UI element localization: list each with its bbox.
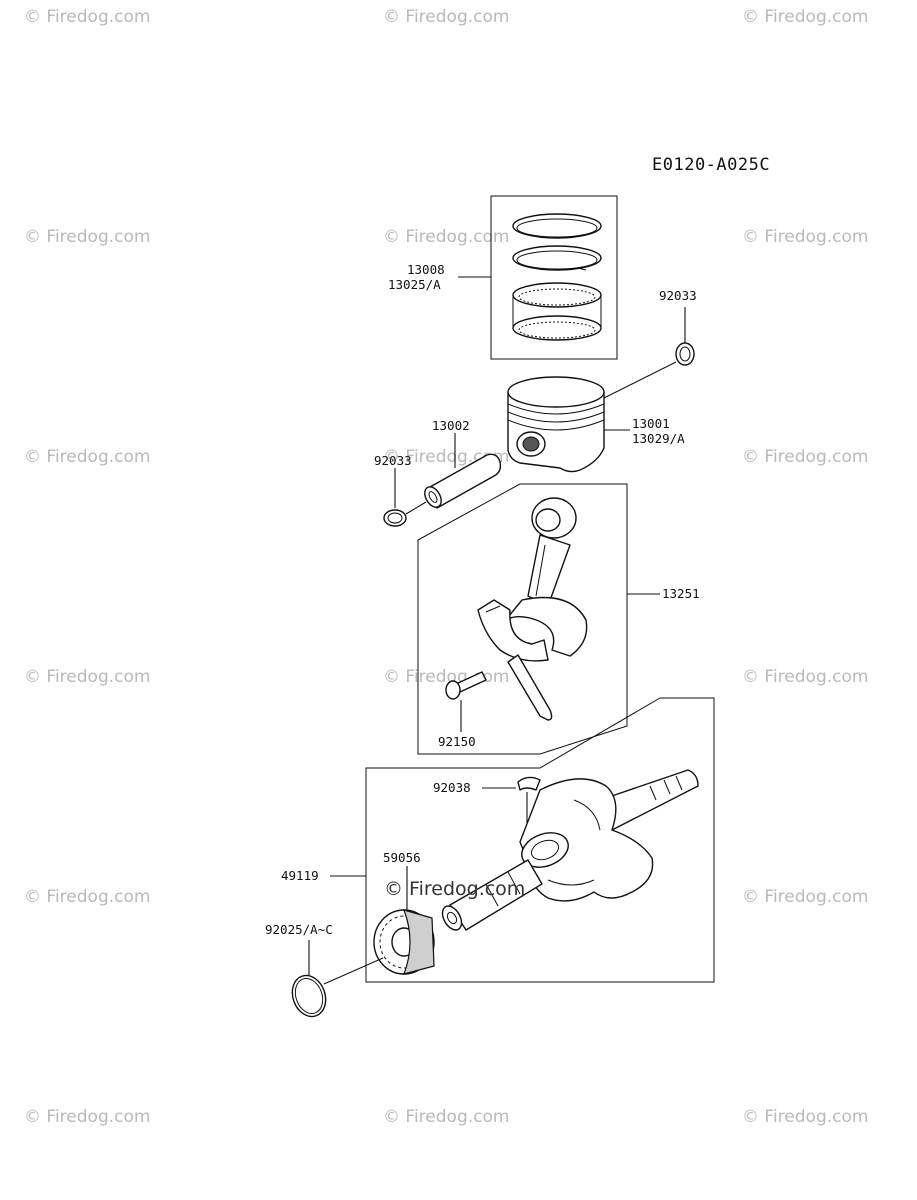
watermark: © Firedog.com bbox=[742, 667, 868, 687]
part-label-92025[interactable]: 92025/A~C bbox=[265, 922, 333, 937]
crankshaft[interactable] bbox=[439, 769, 699, 933]
part-label-92033-left[interactable]: 92033 bbox=[374, 453, 412, 468]
part-label-92038[interactable]: 92038 bbox=[433, 780, 471, 795]
watermark-center: © Firedog.com bbox=[384, 878, 525, 900]
watermark: © Firedog.com bbox=[24, 7, 150, 27]
watermark: © Firedog.com bbox=[383, 1107, 509, 1127]
part-label-92033-right[interactable]: 92033 bbox=[659, 288, 697, 303]
watermark: © Firedog.com bbox=[742, 1107, 868, 1127]
watermark: © Firedog.com bbox=[383, 227, 509, 247]
circlip-left[interactable] bbox=[383, 509, 407, 527]
part-label-92150[interactable]: 92150 bbox=[438, 734, 476, 749]
piston-ring-set[interactable] bbox=[490, 195, 618, 360]
connecting-rod[interactable] bbox=[477, 497, 588, 721]
shim[interactable] bbox=[287, 971, 331, 1021]
part-label-59056[interactable]: 59056 bbox=[383, 850, 421, 865]
watermark: © Firedog.com bbox=[24, 1107, 150, 1127]
part-label-13001[interactable]: 13001 bbox=[632, 416, 670, 431]
part-label-13002[interactable]: 13002 bbox=[432, 418, 470, 433]
circlip-right[interactable] bbox=[675, 342, 695, 366]
part-label-13025a[interactable]: 13025/A bbox=[388, 277, 441, 292]
piston[interactable] bbox=[507, 376, 605, 473]
leader-line bbox=[405, 501, 427, 515]
watermark: © Firedog.com bbox=[24, 667, 150, 687]
leader-line bbox=[323, 957, 384, 985]
watermark: © Firedog.com bbox=[24, 447, 150, 467]
watermark: © Firedog.com bbox=[383, 667, 509, 687]
leader-line bbox=[603, 361, 677, 399]
watermark: © Firedog.com bbox=[24, 887, 150, 907]
crankshaft-frame bbox=[365, 697, 715, 983]
crank-gear[interactable] bbox=[373, 909, 435, 975]
diagram-code: E0120-A025C bbox=[652, 155, 770, 175]
watermark: © Firedog.com bbox=[742, 447, 868, 467]
conrod-frame bbox=[417, 483, 628, 755]
watermark: © Firedog.com bbox=[742, 887, 868, 907]
watermark: © Firedog.com bbox=[383, 7, 509, 27]
part-label-13029a[interactable]: 13029/A bbox=[632, 431, 685, 446]
watermark: © Firedog.com bbox=[24, 227, 150, 247]
part-label-13251[interactable]: 13251 bbox=[662, 586, 700, 601]
woodruff-key[interactable] bbox=[517, 776, 541, 791]
rod-bolt[interactable] bbox=[445, 671, 487, 700]
watermark: © Firedog.com bbox=[742, 7, 868, 27]
watermark: © Firedog.com bbox=[742, 227, 868, 247]
watermark-grid: © Firedog.com © Firedog.com © Firedog.co… bbox=[24, 7, 868, 1127]
piston-pin[interactable] bbox=[421, 453, 502, 510]
part-label-13008[interactable]: 13008 bbox=[407, 262, 445, 277]
part-label-49119[interactable]: 49119 bbox=[281, 868, 319, 883]
